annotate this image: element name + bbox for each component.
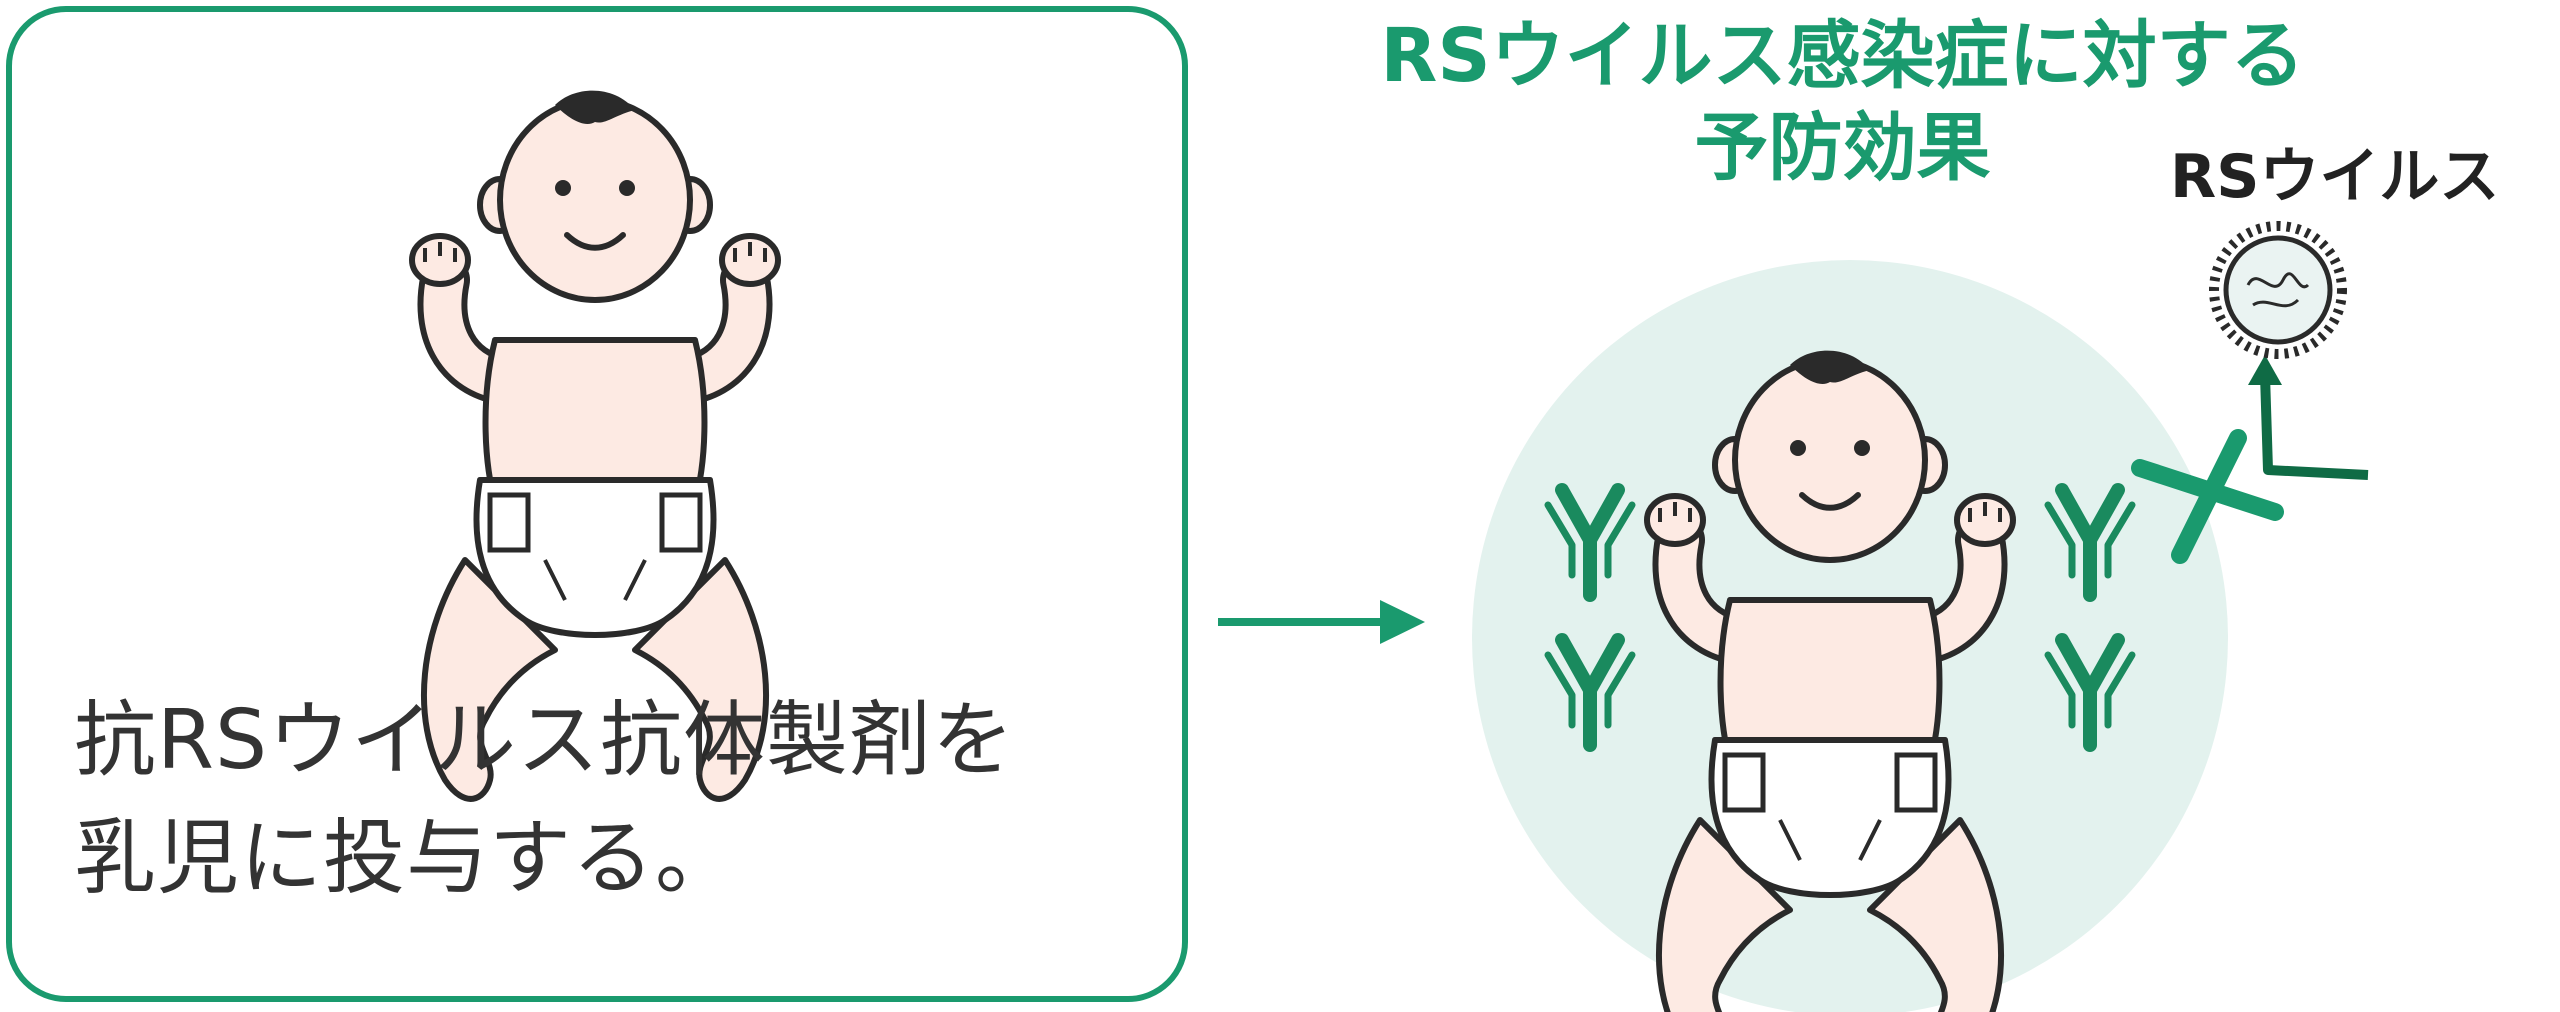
arrow-right-icon <box>1218 600 1425 644</box>
caption-line-1: 抗RSウイルス抗体製剤を <box>74 693 1016 788</box>
caption-line-2: 乳児に投与する。 <box>74 811 739 906</box>
virus-label: RSウイルス <box>2170 142 2500 212</box>
effect-title-line-1: RSウイルス感染症に対する <box>1380 13 2305 99</box>
deflect-arrow-icon <box>2248 355 2369 480</box>
virus-icon <box>2209 221 2347 359</box>
block-x-icon <box>2131 429 2284 564</box>
administration-caption: 抗RSウイルス抗体製剤を 乳児に投与する。 <box>74 682 1174 918</box>
effect-title: RSウイルス感染症に対する 予防効果 <box>1255 10 2430 194</box>
effect-title-line-2: 予防効果 <box>1694 105 1991 191</box>
